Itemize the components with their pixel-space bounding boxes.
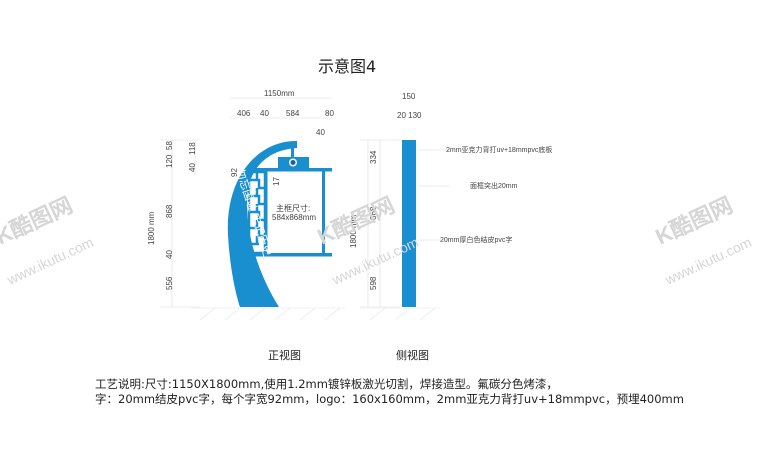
svg-text:1800 mm: 1800 mm xyxy=(349,214,358,248)
svg-text:118: 118 xyxy=(188,142,197,155)
side-panel xyxy=(402,140,416,307)
svg-text:1800 mm: 1800 mm xyxy=(147,211,156,245)
svg-text:120: 120 xyxy=(165,154,174,168)
svg-text:598: 598 xyxy=(369,276,378,290)
svg-text:868: 868 xyxy=(165,204,174,218)
svg-text:20 130: 20 130 xyxy=(397,111,422,120)
svg-text:1150mm: 1150mm xyxy=(264,89,295,98)
svg-text:40: 40 xyxy=(316,128,325,137)
svg-text:K酷图网: K酷图网 xyxy=(652,192,737,249)
svg-text:92: 92 xyxy=(230,168,239,177)
svg-text:主框尺寸:: 主框尺寸: xyxy=(276,203,310,213)
svg-text:40: 40 xyxy=(165,250,174,259)
svg-text:面框突出20mm: 面框突出20mm xyxy=(470,181,518,190)
svg-text:868: 868 xyxy=(369,206,378,220)
front-view-label: 正视图 xyxy=(268,349,301,362)
lattice xyxy=(247,170,267,255)
sign-arc xyxy=(227,140,297,307)
svg-text:584: 584 xyxy=(286,109,300,118)
svg-text:17: 17 xyxy=(272,177,281,186)
svg-text:406: 406 xyxy=(237,109,251,118)
svg-text:40: 40 xyxy=(188,163,197,172)
description-line: 工艺说明:尺寸:1150X1800mm,使用1.2mm镀锌板激光切割，焊接造型。… xyxy=(95,377,558,391)
svg-text:20mm厚白色结皮pvc字: 20mm厚白色结皮pvc字 xyxy=(440,235,512,244)
svg-text:40: 40 xyxy=(260,109,269,118)
svg-text:2mm亚克力背打uv+18mmpvc底板: 2mm亚克力背打uv+18mmpvc底板 xyxy=(446,145,552,154)
svg-text:80: 80 xyxy=(325,109,334,118)
svg-text:584x868mm: 584x868mm xyxy=(272,213,316,222)
side-view-label: 侧视图 xyxy=(396,349,429,362)
svg-text:150: 150 xyxy=(402,92,416,101)
svg-text:556: 556 xyxy=(165,276,174,290)
svg-text:K酷图网: K酷图网 xyxy=(0,192,76,249)
description-line: 字：20mm结皮pvc字，每个字宽92mm，logo：160x160mm，2mm… xyxy=(95,392,684,406)
svg-text:334: 334 xyxy=(369,150,378,164)
svg-text:58: 58 xyxy=(165,141,174,150)
title: 示意图4 xyxy=(318,57,377,76)
